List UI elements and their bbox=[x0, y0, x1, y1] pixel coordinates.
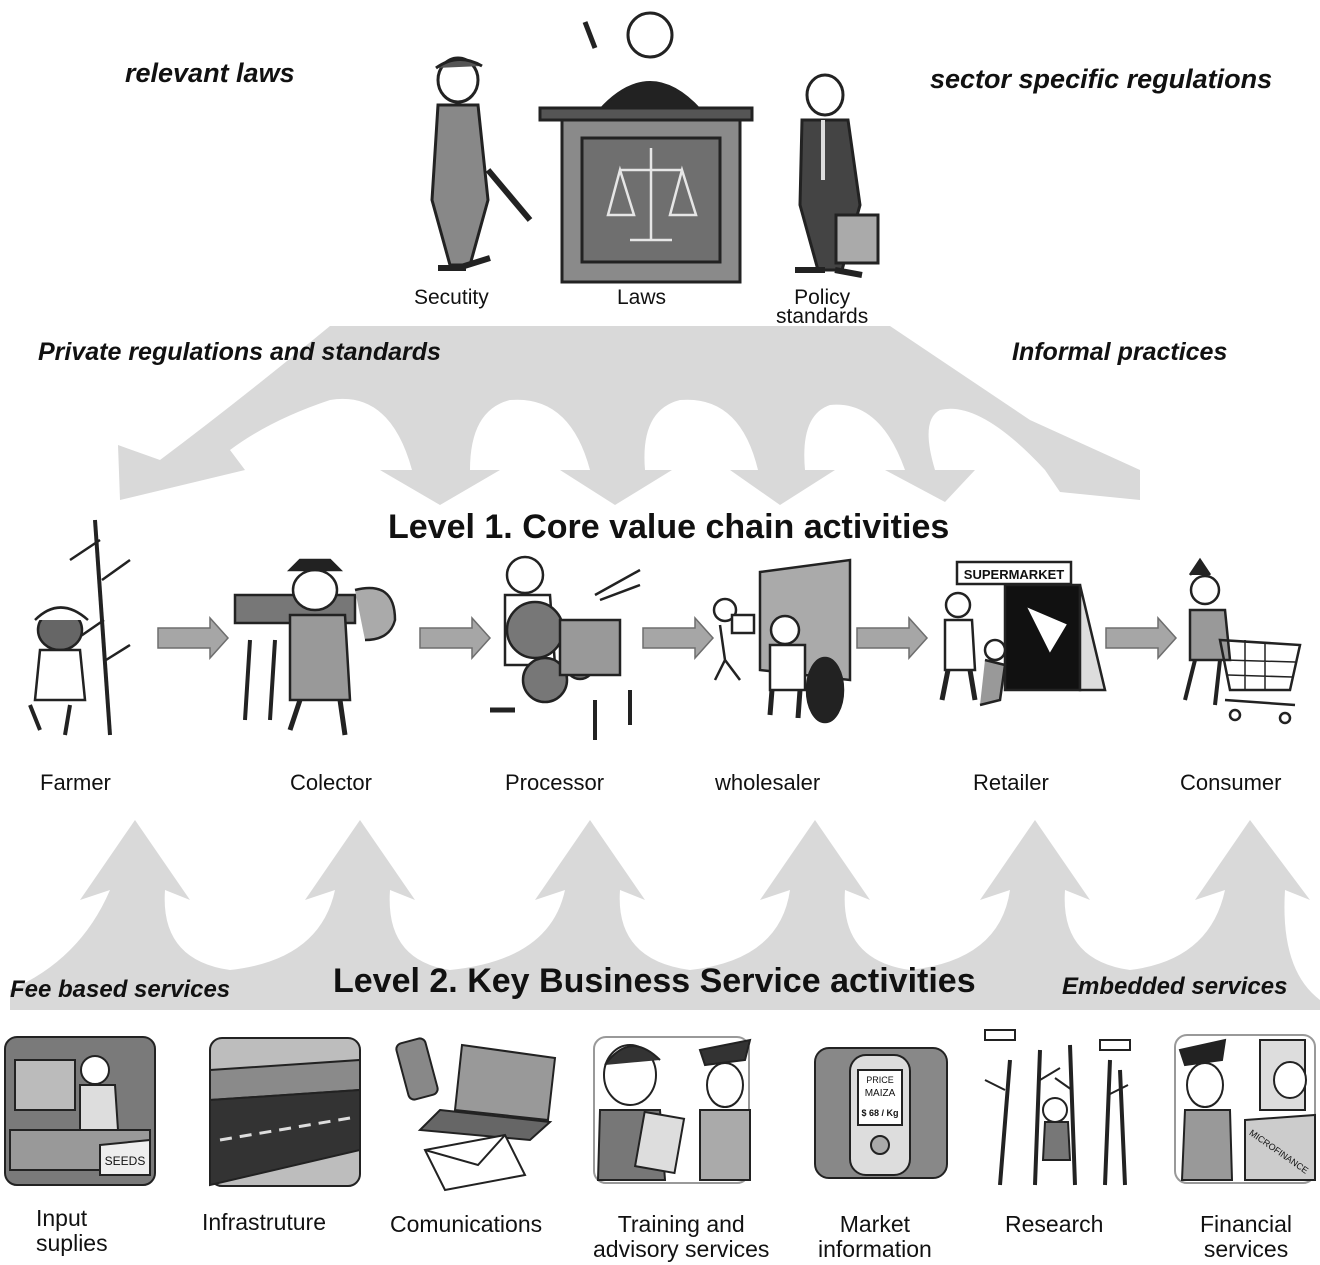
regulation-arrows bbox=[118, 326, 1140, 505]
wholesaler-truck-icon bbox=[712, 558, 852, 724]
phone-laptop-envelope-icon bbox=[395, 1037, 557, 1192]
informal-practices-label: Informal practices bbox=[1012, 338, 1228, 366]
microfinance-icon: MICROFINANCE bbox=[1174, 1034, 1316, 1184]
service-label-research: Research bbox=[1005, 1211, 1104, 1237]
svg-text:$ 68 / Kg: $ 68 / Kg bbox=[861, 1108, 898, 1118]
enforcer-label-policy: Policy standards bbox=[776, 286, 869, 328]
collector-donkey-icon bbox=[233, 558, 397, 736]
svg-text:MAIZA: MAIZA bbox=[865, 1088, 896, 1099]
mobile-price-icon: PRICE MAIZA $ 68 / Kg bbox=[814, 1047, 948, 1179]
actor-label-consumer: Consumer bbox=[1180, 770, 1282, 795]
embedded-services-label: Embedded services bbox=[1062, 973, 1288, 1000]
enforcer-label-laws: Laws bbox=[617, 286, 667, 309]
processor-machine-icon bbox=[490, 555, 641, 740]
actor-label-collector: Colector bbox=[290, 770, 372, 795]
relevant-laws-label: relevant laws bbox=[125, 58, 295, 88]
security-guard-icon bbox=[430, 56, 533, 271]
maize-research-icon bbox=[984, 1029, 1135, 1186]
fee-based-services-label: Fee based services bbox=[10, 976, 231, 1003]
svg-text:PRICE: PRICE bbox=[866, 1075, 894, 1085]
service-label-market-info: Market information bbox=[818, 1211, 932, 1262]
level1-title: Level 1. Core value chain activities bbox=[388, 508, 950, 546]
service-label-infrastructure: Infrastruture bbox=[202, 1209, 326, 1235]
flow-arrow-4 bbox=[856, 616, 929, 660]
input-supplies-icon: SEEDS bbox=[4, 1036, 156, 1186]
shopping-cart-icon bbox=[1183, 557, 1302, 725]
judge-bench-scales-icon bbox=[538, 11, 754, 284]
training-advisor-icon bbox=[593, 1036, 752, 1184]
private-regulations-label: Private regulations and standards bbox=[38, 338, 441, 366]
svg-text:SUPERMARKET: SUPERMARKET bbox=[964, 567, 1064, 582]
supermarket-icon: SUPERMARKET bbox=[939, 560, 1107, 707]
sector-regulations-label: sector specific regulations bbox=[930, 64, 1273, 94]
service-label-input-supplies: Input suplies bbox=[36, 1205, 108, 1256]
lawyer-icon bbox=[795, 73, 880, 278]
flow-arrow-1 bbox=[157, 616, 230, 660]
flow-arrows bbox=[157, 616, 1178, 660]
road-icon bbox=[209, 1037, 361, 1187]
flow-arrow-5 bbox=[1105, 616, 1178, 660]
flow-arrow-2 bbox=[419, 616, 492, 660]
actor-label-farmer: Farmer bbox=[40, 770, 111, 795]
flow-arrow-3 bbox=[642, 616, 715, 660]
actor-label-processor: Processor bbox=[505, 770, 605, 795]
svg-text:SEEDS: SEEDS bbox=[105, 1154, 146, 1168]
actor-label-wholesaler: wholesaler bbox=[715, 770, 821, 795]
level2-title: Level 2. Key Business Service activities bbox=[333, 962, 976, 1000]
actor-label-retailer: Retailer bbox=[973, 770, 1049, 795]
service-label-financial: Financial services bbox=[1200, 1211, 1293, 1262]
service-label-training: Training and advisory services bbox=[593, 1211, 770, 1262]
service-arrows bbox=[10, 820, 1320, 1010]
service-label-communications: Comunications bbox=[390, 1211, 543, 1237]
farmer-icon bbox=[28, 519, 131, 736]
enforcer-label-security: Secutity bbox=[414, 286, 489, 309]
